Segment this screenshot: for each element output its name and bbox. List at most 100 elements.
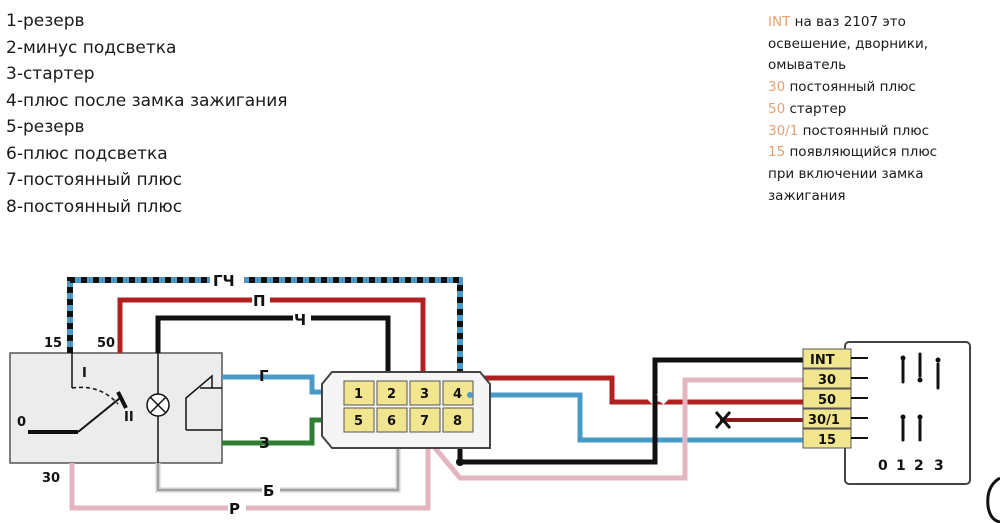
note-text: появляющийся плюс bbox=[789, 144, 938, 161]
ignition-terminal-label: 30/1 bbox=[808, 413, 840, 428]
note-text: постоянный плюс bbox=[802, 122, 929, 139]
connector-pin bbox=[409, 380, 441, 406]
ignition-terminal-label: INT bbox=[810, 353, 835, 368]
note-30-1: 30/1 постоянный плюс bbox=[768, 121, 937, 143]
lamp-icon-cross bbox=[149, 396, 167, 414]
wire-label-bg bbox=[210, 268, 244, 288]
ignition-switch: 15 50 30 0 I II bbox=[9, 336, 223, 486]
connector-pin bbox=[442, 407, 474, 433]
wire-to-15 bbox=[470, 392, 812, 443]
pin-legend-item: 2-минус подсветка bbox=[6, 37, 177, 58]
connector-pins: 1 2 3 4 5 6 7 8 bbox=[343, 380, 474, 433]
connector-pin bbox=[343, 380, 375, 406]
contact-dot bbox=[900, 355, 906, 361]
switch-terminal-50: 50 bbox=[97, 336, 115, 351]
wire-ch bbox=[155, 315, 391, 372]
connector-pin-label: 1 bbox=[354, 387, 363, 402]
switch-lever bbox=[77, 397, 121, 433]
note-text: при включении замка bbox=[768, 165, 924, 182]
pin-legend-item: 5-резерв bbox=[6, 117, 85, 137]
pin-legend-item: 4-плюс после замка зажигания bbox=[6, 90, 288, 111]
connector-pin bbox=[376, 407, 408, 433]
switch-internal-contact bbox=[185, 374, 213, 430]
wire-z bbox=[222, 417, 330, 446]
contact-dot bbox=[917, 414, 923, 420]
connector-pin-label: 8 bbox=[453, 414, 462, 429]
note-code: 15 bbox=[768, 144, 786, 161]
contact-dot bbox=[900, 414, 906, 420]
ignition-terminals: INT 30 50 30/1 15 bbox=[802, 348, 852, 449]
wire-to-30 bbox=[433, 377, 812, 481]
pin-legend-item: 1-резерв bbox=[6, 11, 85, 31]
note-code: INT bbox=[768, 14, 791, 30]
pin-4-dot bbox=[467, 392, 473, 398]
switch-contact-ii bbox=[116, 391, 128, 409]
wire-label-g: Г bbox=[259, 367, 269, 385]
connector-pin bbox=[376, 380, 408, 406]
note-code: 30/1 bbox=[768, 122, 799, 139]
note-int: INT на ваз 2107 это bbox=[768, 12, 937, 34]
ignition-terminal-label: 30 bbox=[818, 373, 836, 388]
switch-terminal-30: 30 bbox=[42, 471, 60, 486]
wire-gch-stripe bbox=[67, 277, 463, 378]
connector-pin bbox=[343, 407, 375, 433]
switch-position-0: 0 bbox=[17, 415, 26, 430]
wire-label-bg bbox=[293, 309, 311, 327]
ignition-position-label: 1 bbox=[896, 458, 906, 474]
switch-position-i: I bbox=[82, 366, 87, 381]
ignition-position-label: 0 bbox=[878, 458, 888, 474]
note-50: 50 стартер bbox=[768, 99, 937, 121]
note-text: освешение, дворники, bbox=[768, 35, 929, 52]
ignition-lock: INT 30 50 30/1 15 bbox=[802, 341, 971, 485]
contact-dot bbox=[935, 357, 941, 363]
note-code: 30 bbox=[768, 79, 786, 96]
wire-label-b: Б bbox=[263, 482, 274, 500]
switch-body bbox=[9, 352, 223, 464]
wire-labels: ГЧ П Ч Г З Б Р bbox=[210, 268, 311, 518]
connector-pin bbox=[409, 407, 441, 433]
contact-dot bbox=[917, 377, 923, 383]
pin-legend-item: 6-плюс подсветка bbox=[6, 143, 168, 164]
note-text: омыватель bbox=[768, 57, 847, 74]
note-text: зажигания bbox=[768, 187, 846, 204]
contact-dots bbox=[900, 355, 941, 420]
wire-label-bg bbox=[262, 480, 280, 498]
wire-to-int bbox=[457, 357, 812, 465]
note-code: 50 bbox=[768, 100, 786, 117]
note-30: 30 постоянный плюс bbox=[768, 77, 937, 99]
wire-label-ch: Ч bbox=[294, 311, 306, 329]
note-text: постоянный плюс bbox=[789, 79, 916, 96]
wire-cut-mark bbox=[714, 411, 732, 429]
ignition-terminal-label: 15 bbox=[818, 433, 836, 448]
ignition-position-label: 2 bbox=[914, 458, 924, 474]
wire-g bbox=[222, 374, 330, 395]
connector-pin-label: 7 bbox=[420, 414, 429, 429]
wire-crossing bbox=[647, 394, 669, 405]
edge-fragment bbox=[986, 476, 1000, 523]
wire-p bbox=[117, 297, 426, 378]
wires bbox=[67, 277, 812, 511]
wire-label-z: З bbox=[259, 434, 270, 452]
ignition-leads bbox=[851, 357, 868, 439]
pin-legend: 1-резерв 2-минус подсветка 3-стартер 4-п… bbox=[6, 8, 288, 220]
connector-pin-label: 5 bbox=[354, 414, 363, 429]
connector-pin-label: 4 bbox=[453, 387, 462, 402]
switch-terminal-15: 15 bbox=[44, 336, 62, 351]
ignition-position-label: 3 bbox=[934, 458, 944, 474]
wire-r bbox=[69, 448, 431, 511]
contact-matrix bbox=[901, 352, 940, 442]
note-text: стартер bbox=[789, 100, 847, 117]
junction-dot bbox=[456, 458, 464, 466]
wire-label-bg bbox=[252, 290, 270, 308]
terminal-notes: INT на ваз 2107 это освешение, дворники,… bbox=[768, 12, 937, 207]
wire-label-p: П bbox=[253, 292, 266, 310]
note-15: 15 появляющийся плюс bbox=[768, 142, 937, 164]
connector-pin-label: 3 bbox=[420, 387, 429, 402]
connector-pin-label: 2 bbox=[387, 387, 396, 402]
ignition-terminal-label: 50 bbox=[818, 393, 836, 408]
wire-label-r: Р bbox=[229, 500, 240, 518]
note-text: на ваз 2107 это bbox=[794, 14, 906, 30]
connector-pin-label: 6 bbox=[387, 414, 396, 429]
switch-position-ii: II bbox=[124, 410, 134, 425]
